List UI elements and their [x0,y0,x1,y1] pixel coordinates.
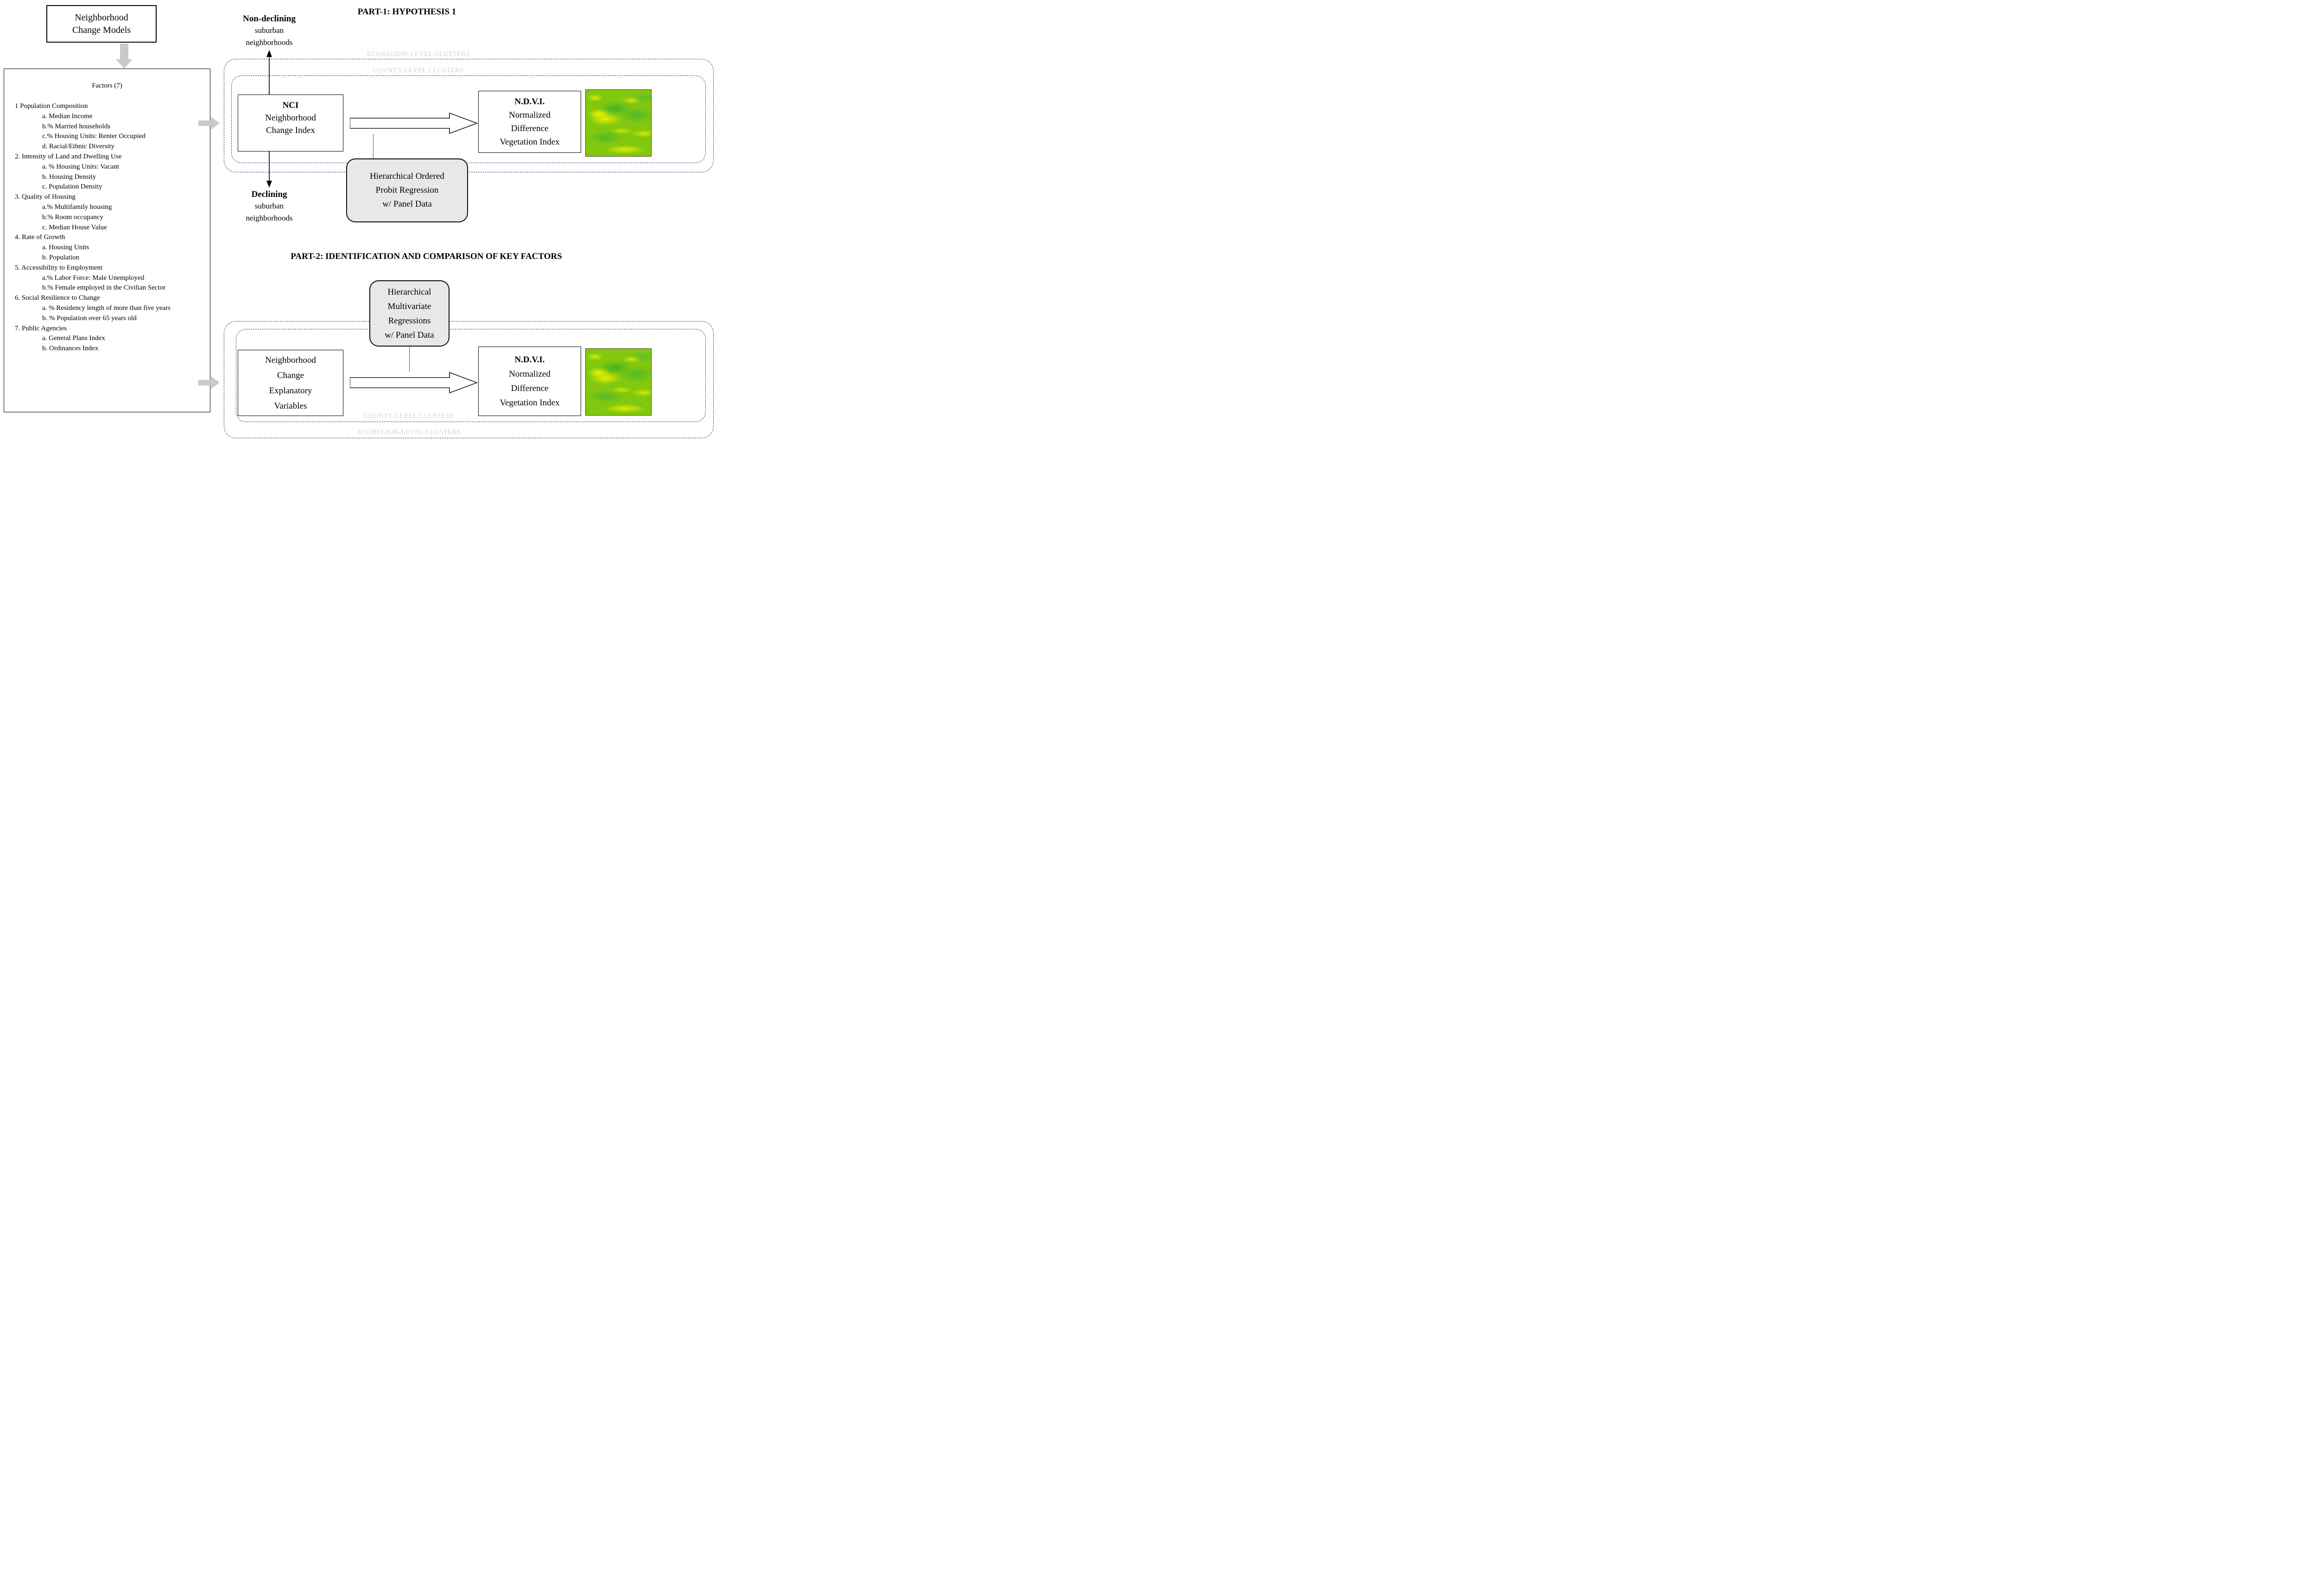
up-arrowhead-icon [266,50,272,57]
nci-box-line: Neighborhood [265,113,316,123]
hierarchical-multivariate-regressions-box: Hierarchical Multivariate Regressions w/… [369,280,449,347]
declining-label-group: Declining suburban neighborhoods [230,189,309,224]
gray-down-arrow-icon [116,44,133,69]
non-declining-label: Non-declining [242,14,296,24]
part1-title: PART-1: HYPOTHESIS 1 [357,7,456,17]
model-box-line: Neighborhood [75,12,128,23]
ndvi-map-image [585,348,652,416]
factor-item: 4. Rate of Growth [15,233,65,241]
factor-item: 2. Intensity of Land and Dwelling Use [15,152,122,160]
non-declining-label-group: Non-declining suburban neighborhoods [230,13,309,49]
ecoregion-cluster-boundary-part2 [224,321,714,438]
non-declining-sub: neighborhoods [246,38,293,47]
factor-item: c. Population Density [42,183,102,191]
gray-right-arrow-icon [198,117,220,130]
regressions-box-line: Hierarchical [387,287,431,297]
ndvi-box-part1: N.D.V.I. Normalized Difference Vegetatio… [478,91,581,153]
ncev-box-line: Variables [274,401,307,411]
factor-item: a.% Multifamily housing [42,203,112,211]
factor-item: a. % Housing Units: Vacant [42,163,119,170]
factor-item: 1 Population Composition [15,102,88,110]
regressions-box-line: Regressions [388,315,431,326]
ndvi-box-line: N.D.V.I. [514,355,545,365]
factor-item: a. Housing Units [42,244,89,252]
block-arrow-right-icon [350,113,478,134]
nci-box: NCI Neighborhood Change Index [238,95,343,151]
model-box-line: Change Models [72,25,131,35]
ndvi-box-line: N.D.V.I. [514,97,545,107]
factor-item: b. % Population over 65 years old [42,314,137,322]
factor-item: 7. Public Agencies [15,324,67,332]
part2-title: PART-2: IDENTIFICATION AND COMPARISON OF… [291,252,562,261]
nci-to-declining-line [269,151,270,181]
declining-label: Declining [251,189,287,199]
factors-list: 1 Population Composition a. Median Income… [4,101,210,354]
neighborhood-change-explanatory-variables-box: Neighborhood Change Explanatory Variable… [238,350,343,416]
down-arrowhead-icon [266,181,272,188]
neighborhood-change-models-box: Neighborhood Change Models [46,5,157,43]
ncev-box-line: Change [277,370,304,380]
ncev-box-line: Explanatory [269,385,312,396]
factors-panel: Factors (7) 1 Population Composition a. M… [4,69,210,412]
factor-item: c. Median House Value [42,223,107,231]
factor-item: b.% Room occupancy [42,213,104,221]
factors-heading: Factors (7) [92,82,122,89]
factor-item: a. Median Income [42,112,93,120]
county-cluster-boundary-part1 [231,76,706,163]
factor-item: 6. Social Resilience to Change [15,294,100,302]
nci-box-line: NCI [282,101,299,110]
factor-item: 5. Accessibility to Employment [15,264,103,271]
ndvi-box-line: Difference [511,384,549,393]
nci-box-line: Change Index [266,126,316,135]
declining-sub: suburban [254,202,284,210]
ncev-box-line: Neighborhood [265,355,316,365]
ndvi-map-image [585,89,652,157]
probit-box-line: Hierarchical Ordered [370,171,444,181]
factor-item: c.% Housing Units: Renter Occupied [42,132,146,140]
factor-item: a.% Labor Force: Male Unemployed [42,274,145,282]
probit-box-line: Probit Regression [375,185,439,195]
nci-to-nondeclining-line [269,57,270,95]
ecoregion-cluster-label-part1: ECOREGION-LEVEL CLUSTERS [367,50,470,58]
block-arrow-right-icon [350,372,478,393]
factor-item: b.% Female employed in the Civilian Sect… [42,284,166,292]
county-cluster-label-part1: COUNTY-LEVEL CLUSTERS [373,67,464,74]
factor-item: b. Population [42,253,80,261]
factor-item: a. % Residency length of more than five … [42,304,171,312]
ndvi-box-part2: N.D.V.I. Normalized Difference Vegetatio… [478,347,581,416]
probit-box-line: w/ Panel Data [382,199,432,209]
diagram-canvas: Neighborhood Change Models Factors (7) 1… [0,0,716,445]
arrow-to-probit-line [373,134,374,158]
hierarchical-ordered-probit-box: Hierarchical Ordered Probit Regression w… [346,158,468,222]
ndvi-box-line: Normalized [509,369,551,379]
ndvi-box-line: Vegetation Index [500,137,560,147]
factor-item: b. Housing Density [42,173,96,181]
factor-item: d. Racial/Ethnic Diversity [42,143,115,151]
factor-item: a. General Plans Index [42,334,105,342]
county-cluster-label-part2: COUNTY-LEVEL CLUSTERS [364,412,455,420]
regressions-to-arrow-line [409,347,410,372]
regressions-box-line: w/ Panel Data [385,330,434,340]
factor-item: b.% Married households [42,122,111,130]
ecoregion-cluster-label-part2: ECOREGION-LEVEL CLUSTERS [357,429,461,436]
factor-item: 3. Quality of Housing [15,193,76,201]
county-cluster-boundary-part2 [236,329,706,422]
ndvi-box-line: Vegetation Index [500,398,560,408]
declining-sub: neighborhoods [246,214,293,222]
ndvi-box-line: Normalized [509,110,551,120]
regressions-box-line: Multivariate [387,301,431,311]
gray-right-arrow-icon [198,376,220,389]
ecoregion-cluster-boundary-part1 [224,59,714,172]
factor-item: b. Ordinances Index [42,345,99,353]
non-declining-sub: suburban [254,26,284,35]
ndvi-box-line: Difference [511,124,549,133]
